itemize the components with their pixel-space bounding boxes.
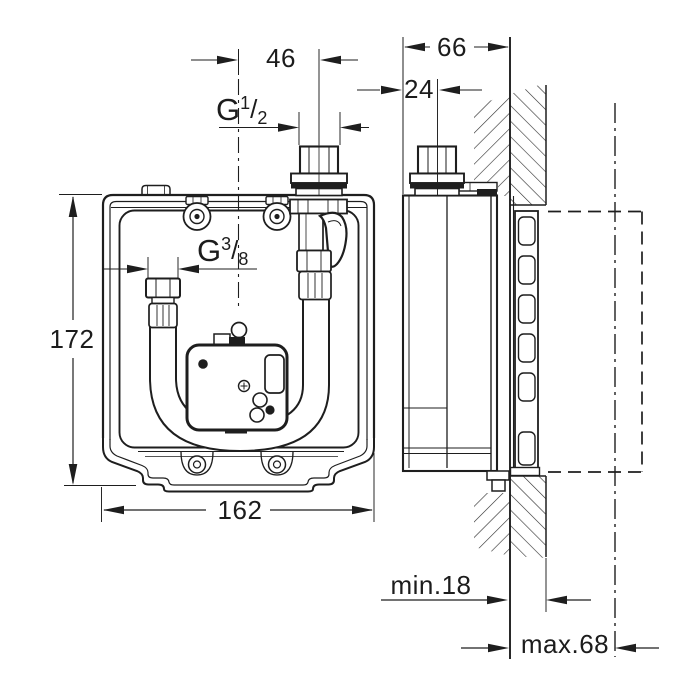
fastening-boss-left — [182, 195, 212, 231]
thread-g12-numerator: 1 — [240, 93, 251, 113]
mounting-rail — [509, 210, 541, 477]
control-unit — [185, 321, 289, 434]
dim-label-min18: min.18 — [390, 570, 472, 600]
max-wall-dashed-outline — [548, 210, 643, 473]
dim-label-max68: max.68 — [520, 629, 610, 659]
dim-24 — [357, 85, 482, 95]
dim-66 — [402, 37, 509, 194]
dim-172 — [59, 194, 136, 486]
dim-label-46: 46 — [266, 43, 296, 73]
dim-label-24: 24 — [404, 74, 434, 104]
shutoff-valve-assembly — [289, 198, 348, 301]
dim-min18 — [381, 558, 591, 612]
thread-g38-numerator: 3 — [221, 234, 232, 254]
side-view — [401, 37, 643, 659]
spigot-side — [409, 145, 465, 197]
thread-g12-denominator: 2 — [257, 108, 268, 128]
bottom-screws — [180, 451, 294, 476]
thread-g12-slash: / — [250, 94, 258, 124]
thread-g38-slash: / — [231, 235, 239, 265]
dim-162 — [101, 453, 375, 522]
dim-g12 — [219, 112, 369, 145]
wall-edge-lines — [510, 85, 547, 557]
thread-g38-denominator: 8 — [238, 249, 249, 269]
thread-g12-prefix: G — [216, 92, 241, 127]
thread-label-g12: G1/2 — [216, 92, 268, 128]
thread-label-g38: G3/8 — [197, 233, 249, 269]
dim-max68 — [461, 643, 659, 653]
dim-label-66: 66 — [437, 32, 467, 62]
dim-g38 — [104, 257, 257, 278]
rear-clamp-bracket — [458, 181, 498, 195]
shutoff-lever — [317, 211, 348, 268]
thread-g38-prefix: G — [197, 233, 222, 268]
dim-label-162: 162 — [217, 495, 263, 525]
wall-hatch-bottom — [474, 476, 546, 558]
dim-46 — [191, 55, 358, 65]
dimension-annotations — [59, 37, 659, 653]
fastening-boss-right — [262, 195, 292, 231]
hose-fitting-g38 — [145, 277, 181, 329]
box-side-profile — [401, 194, 510, 492]
dim-label-172: 172 — [49, 324, 95, 354]
front-view — [101, 145, 376, 493]
wall-hatch-top — [474, 83, 546, 205]
